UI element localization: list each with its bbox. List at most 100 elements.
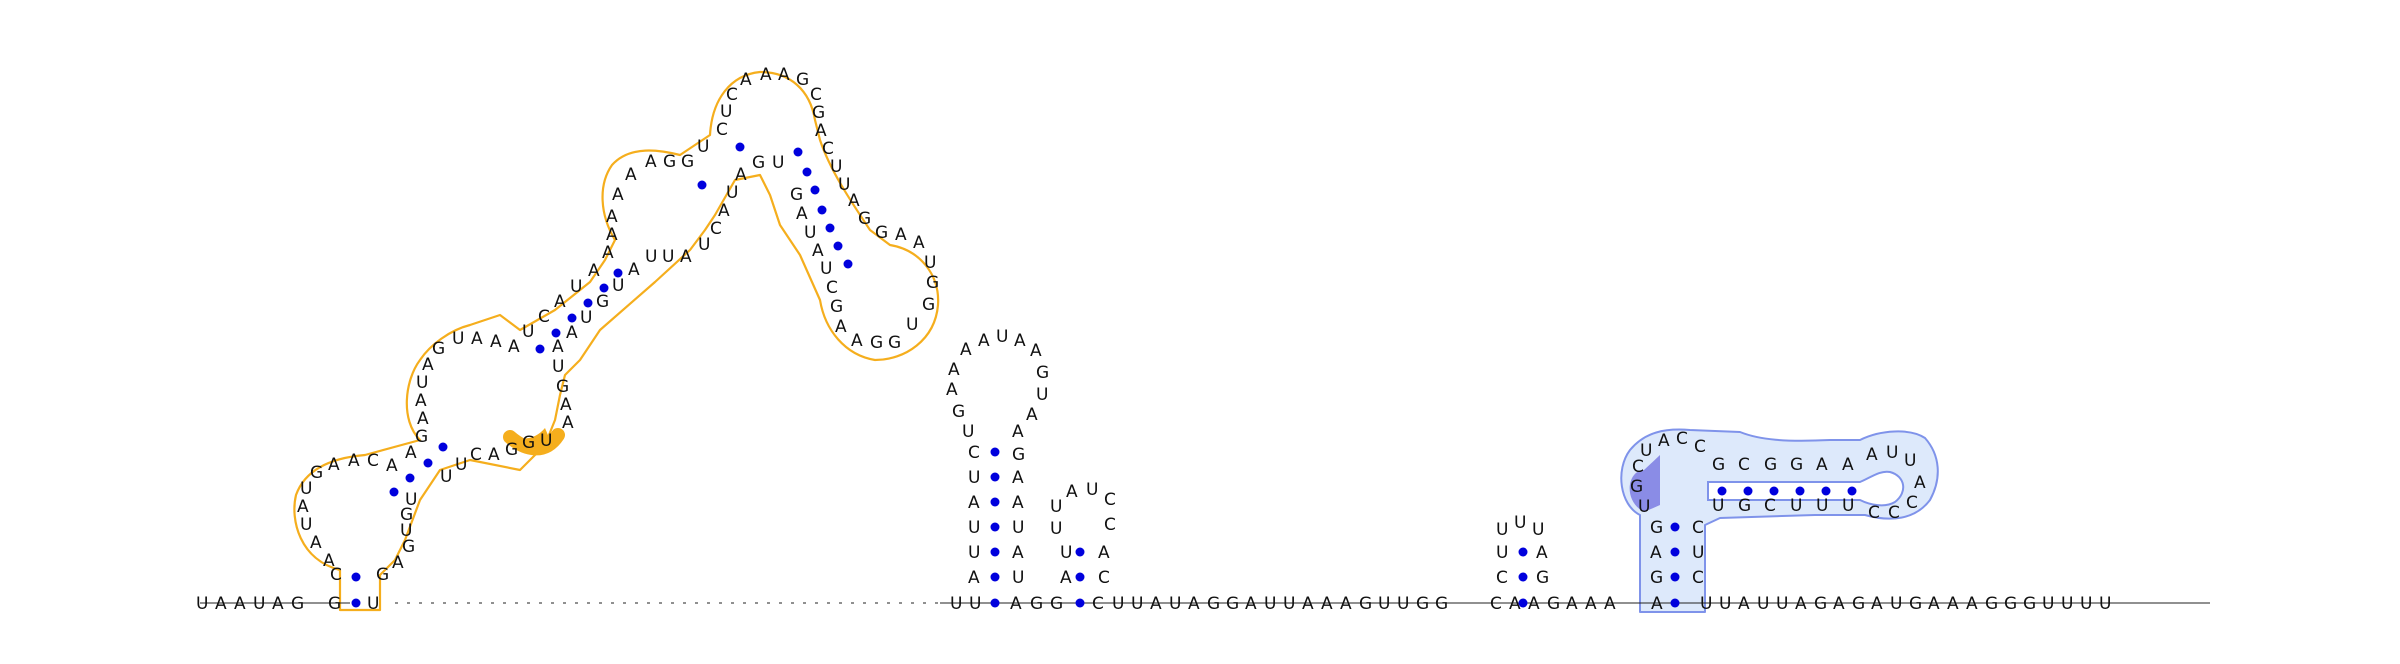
svg-text:A: A	[895, 225, 907, 245]
svg-text:G: G	[790, 185, 803, 205]
svg-text:U: U	[662, 247, 674, 267]
svg-text:A: A	[1947, 594, 1959, 614]
svg-text:A: A	[562, 413, 574, 433]
svg-text:U: U	[962, 422, 974, 442]
svg-text:C: C	[826, 278, 838, 298]
svg-text:A: A	[913, 233, 925, 253]
svg-text:U: U	[772, 153, 784, 173]
svg-text:U: U	[2042, 594, 2054, 614]
svg-text:A: A	[272, 594, 284, 614]
svg-text:U: U	[1700, 594, 1712, 614]
svg-text:A: A	[612, 185, 624, 205]
orange-pair-dots	[351, 142, 853, 608]
svg-text:C: C	[1694, 437, 1706, 457]
svg-text:C: C	[538, 307, 550, 327]
svg-text:U: U	[906, 315, 918, 335]
svg-text:A: A	[1188, 594, 1200, 614]
svg-text:U: U	[968, 543, 980, 563]
svg-text:A: A	[1604, 594, 1616, 614]
svg-text:A: A	[815, 121, 827, 141]
svg-text:U: U	[1012, 518, 1024, 538]
svg-text:G: G	[1536, 568, 1549, 588]
svg-text:C: C	[1692, 568, 1704, 588]
svg-text:C: C	[1490, 594, 1502, 614]
svg-text:G: G	[812, 103, 825, 123]
svg-text:G: G	[2004, 594, 2017, 614]
svg-text:U: U	[1712, 496, 1724, 516]
svg-text:U: U	[1692, 543, 1704, 563]
svg-text:G: G	[663, 152, 676, 172]
svg-text:G: G	[1909, 594, 1922, 614]
svg-text:U: U	[196, 594, 208, 614]
svg-text:G: G	[1650, 568, 1663, 588]
svg-text:A: A	[1928, 594, 1940, 614]
svg-text:A: A	[417, 409, 429, 429]
svg-text:U: U	[2099, 594, 2111, 614]
svg-text:A: A	[392, 553, 404, 573]
svg-text:A: A	[1871, 594, 1883, 614]
svg-text:G: G	[596, 292, 609, 312]
svg-text:U: U	[300, 479, 312, 499]
svg-text:G: G	[1012, 445, 1025, 465]
svg-text:U: U	[645, 247, 657, 267]
svg-text:U: U	[1496, 520, 1508, 540]
svg-text:C: C	[710, 219, 722, 239]
svg-text:C: C	[1692, 518, 1704, 538]
svg-text:A: A	[1012, 493, 1024, 513]
svg-text:U: U	[552, 357, 564, 377]
svg-text:G: G	[556, 377, 569, 397]
svg-text:U: U	[1050, 519, 1062, 539]
svg-text:C: C	[1104, 490, 1116, 510]
svg-text:A: A	[1738, 594, 1750, 614]
blue-domain-highlight	[1620, 428, 1939, 613]
svg-text:G: G	[1852, 594, 1865, 614]
svg-text:A: A	[948, 360, 960, 380]
svg-text:A: A	[1066, 482, 1078, 502]
svg-text:U: U	[1264, 594, 1276, 614]
svg-text:A: A	[1010, 594, 1022, 614]
svg-text:A: A	[760, 65, 772, 85]
svg-text:A: A	[1026, 405, 1038, 425]
svg-text:A: A	[1866, 445, 1878, 465]
svg-text:A: A	[422, 355, 434, 375]
svg-text:A: A	[796, 204, 808, 224]
svg-text:A: A	[471, 329, 483, 349]
svg-text:U: U	[1757, 594, 1769, 614]
svg-text:G: G	[1738, 496, 1751, 516]
svg-text:A: A	[297, 497, 309, 517]
svg-text:A: A	[490, 332, 502, 352]
svg-text:A: A	[310, 533, 322, 553]
svg-text:A: A	[978, 331, 990, 351]
svg-text:U: U	[968, 468, 980, 488]
svg-text:A: A	[508, 337, 520, 357]
svg-text:G: G	[1036, 363, 1049, 383]
svg-text:G: G	[1416, 594, 1429, 614]
svg-text:G: G	[922, 295, 935, 315]
svg-text:G: G	[1226, 594, 1239, 614]
svg-text:U: U	[1012, 568, 1024, 588]
svg-text:A: A	[946, 380, 958, 400]
svg-text:G: G	[291, 594, 304, 614]
svg-text:U: U	[452, 329, 464, 349]
svg-text:A: A	[625, 165, 637, 185]
svg-text:A: A	[1528, 594, 1540, 614]
svg-text:U: U	[416, 373, 428, 393]
svg-text:A: A	[1014, 331, 1026, 351]
svg-text:U: U	[968, 518, 980, 538]
svg-text:U: U	[580, 308, 592, 328]
svg-text:A: A	[1651, 594, 1663, 614]
svg-text:U: U	[1816, 496, 1828, 516]
svg-text:A: A	[851, 331, 863, 351]
svg-text:U: U	[720, 102, 732, 122]
svg-text:G: G	[858, 209, 871, 229]
svg-text:G: G	[681, 152, 694, 172]
svg-text:A: A	[1536, 543, 1548, 563]
svg-text:A: A	[1914, 473, 1926, 493]
svg-text:A: A	[1030, 341, 1042, 361]
svg-text:A: A	[606, 225, 618, 245]
svg-text:A: A	[1012, 468, 1024, 488]
svg-text:U: U	[2061, 594, 2073, 614]
svg-text:G: G	[796, 70, 809, 90]
svg-text:U: U	[830, 157, 842, 177]
